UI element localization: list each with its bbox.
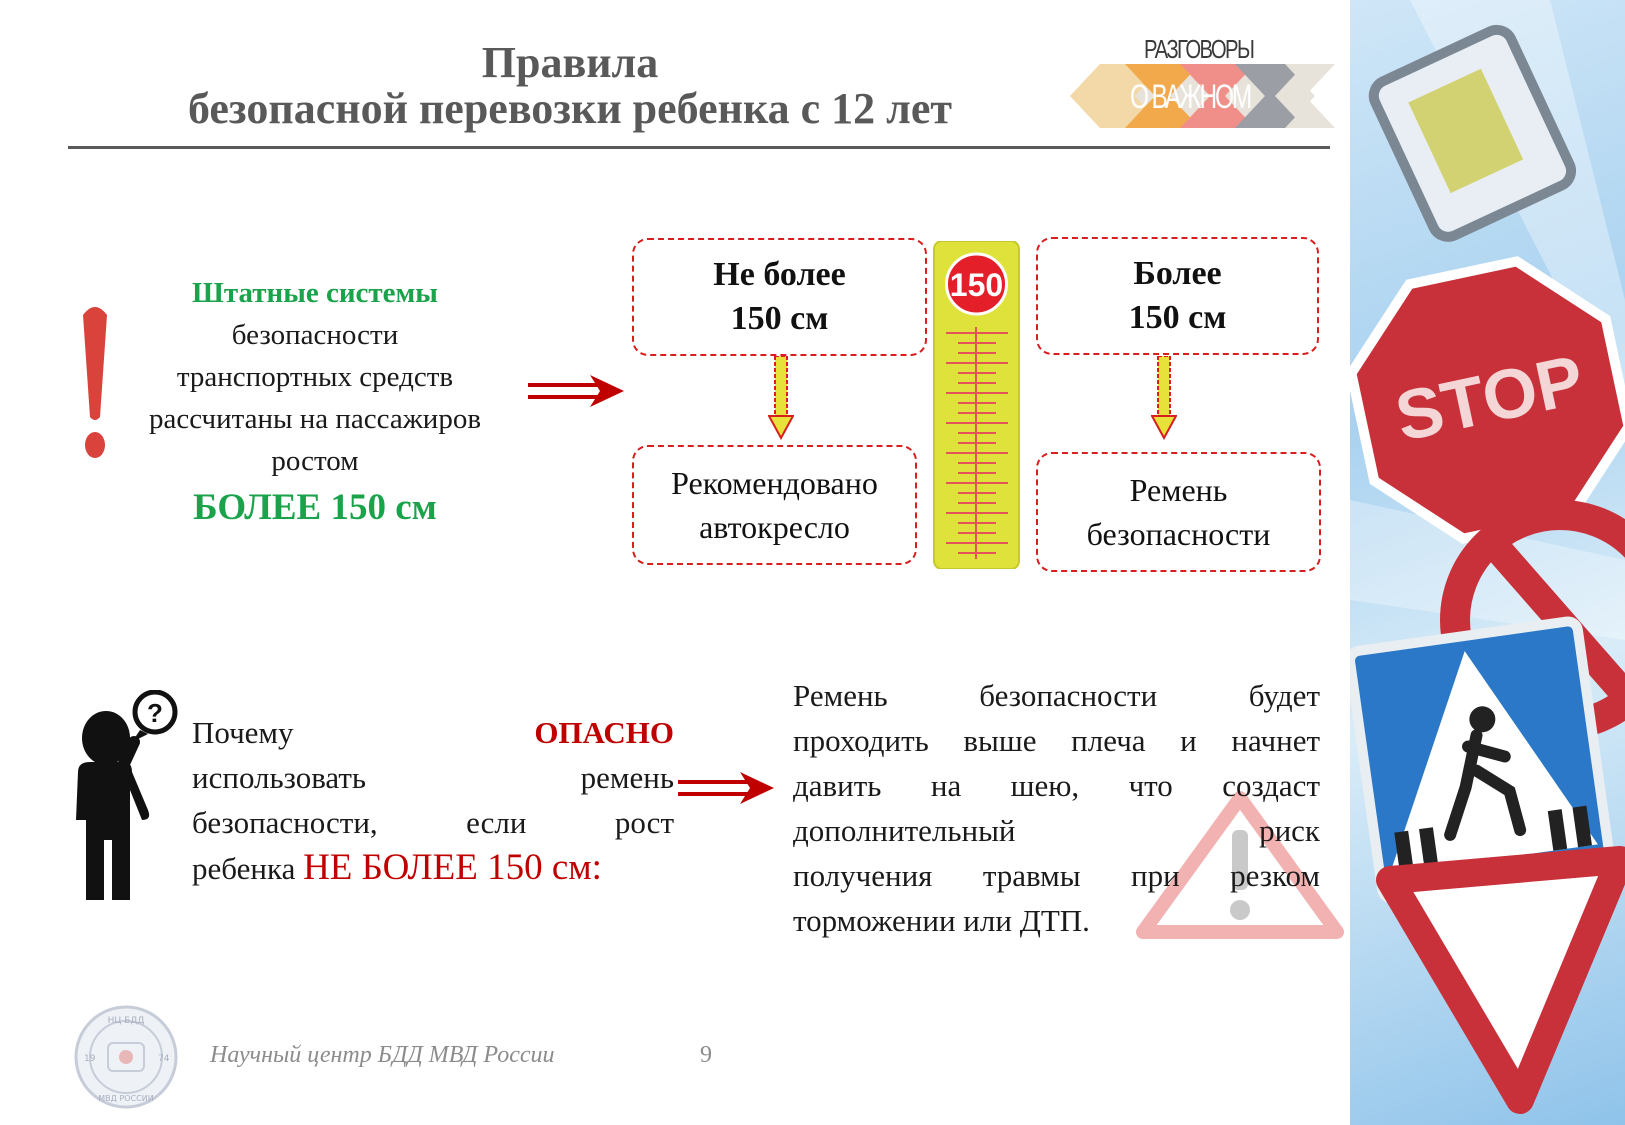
height-ruler: 150 <box>933 241 1020 569</box>
ruler-ticks <box>946 327 1008 559</box>
answer-line-6: торможении или ДТП. <box>793 903 1090 938</box>
arrow-down-icon <box>1151 356 1177 440</box>
safety-systems-text: Штатные системы безопасности транспортны… <box>105 272 525 534</box>
box-not-more-150: Не более 150 см <box>632 238 927 356</box>
box-seat-belt-line1: Ремень <box>1129 472 1228 508</box>
warning-triangle-icon <box>1136 791 1344 939</box>
answer-line-4: дополнительный риск <box>793 813 1320 848</box>
danger-answer-text: Ремень безопасности будет проходить выше… <box>793 673 1320 943</box>
question-word-danger: ОПАСНО <box>534 715 674 750</box>
organization-seal-logo: НЦ БДД МВД РОССИИ 19 74 <box>74 1005 178 1109</box>
svg-text:?: ? <box>147 698 163 728</box>
question-line-3: безопасности, если рост <box>192 805 674 840</box>
brand-text-bottom: О ВАЖНОМ <box>1130 78 1252 116</box>
safety-line-6: БОЛЕЕ 150 см <box>193 487 437 528</box>
thinking-person-icon: ? <box>76 690 178 900</box>
box-car-seat-line1: Рекомендовано <box>671 465 878 501</box>
box-seat-belt: Ремень безопасности <box>1036 452 1321 572</box>
box-not-more-150-line2: 150 см <box>730 300 829 337</box>
ruler-marker-150: 150 <box>950 267 1003 303</box>
footer-organization: Научный центр БДД МВД России <box>210 1042 555 1068</box>
safety-line-1: Штатные системы <box>192 277 438 309</box>
answer-line-5: получения травмы при резком <box>793 858 1320 893</box>
box-more-150-line1: Более <box>1133 255 1222 292</box>
question-line-1: Почему ОПАСНО <box>192 710 674 755</box>
arrow-down-icon <box>768 356 794 440</box>
answer-line-3: давить на шею, что создаст <box>793 768 1320 803</box>
question-line-4: ребенка НЕ БОЛЕЕ 150 см: <box>192 845 674 891</box>
box-more-150: Более 150 см <box>1036 237 1319 355</box>
safety-line-5: ростом <box>271 445 359 477</box>
title-line-2: безопасной перевозки ребенка с 12 лет <box>187 84 953 133</box>
box-more-150-line2: 150 см <box>1128 299 1227 336</box>
box-car-seat: Рекомендовано автокресло <box>632 445 917 565</box>
road-signs-illustration: STOP <box>1350 0 1625 1114</box>
svg-text:74: 74 <box>158 1054 170 1064</box>
box-not-more-150-line1: Не более <box>713 256 846 293</box>
svg-text:19: 19 <box>84 1054 96 1064</box>
question-height-limit: НЕ БОЛЕЕ 150 см: <box>303 847 602 888</box>
title-divider <box>68 146 1330 149</box>
danger-question-text: Почему ОПАСНО использовать ремень безопа… <box>192 710 674 891</box>
safety-line-4: рассчитаны на пассажиров <box>148 403 482 435</box>
road-signs-background: STOP <box>1350 0 1625 1125</box>
question-word-child: ребенка <box>192 851 296 886</box>
box-seat-belt-line2: безопасности <box>1086 516 1271 552</box>
question-word-why: Почему <box>192 715 294 750</box>
svg-text:МВД РОССИИ: МВД РОССИИ <box>98 1094 153 1103</box>
brand-text-top: РАЗГОВОРЫ <box>1144 34 1255 64</box>
page-number: 9 <box>700 1042 712 1068</box>
box-car-seat-line2: автокресло <box>699 509 850 545</box>
double-arrow-right-icon <box>678 772 774 804</box>
brand-chevrons <box>1070 64 1335 128</box>
safety-line-3: транспортных средств <box>176 361 454 393</box>
answer-line-2: проходить выше плеча и начнет <box>793 723 1320 758</box>
question-line-2: использовать ремень <box>192 760 674 795</box>
answer-line-1: Ремень безопасности будет <box>793 678 1320 713</box>
svg-text:НЦ БДД: НЦ БДД <box>108 1016 145 1026</box>
brand-logo: РАЗГОВОРЫ О ВАЖНОМ <box>1070 28 1335 133</box>
exclamation-icon <box>83 307 107 458</box>
page-title: Правила безопасной перевозки ребенка с 1… <box>70 40 1070 132</box>
safety-line-2: безопасности <box>231 319 399 351</box>
double-arrow-right-icon <box>528 375 624 407</box>
title-line-1: Правила <box>481 38 659 87</box>
